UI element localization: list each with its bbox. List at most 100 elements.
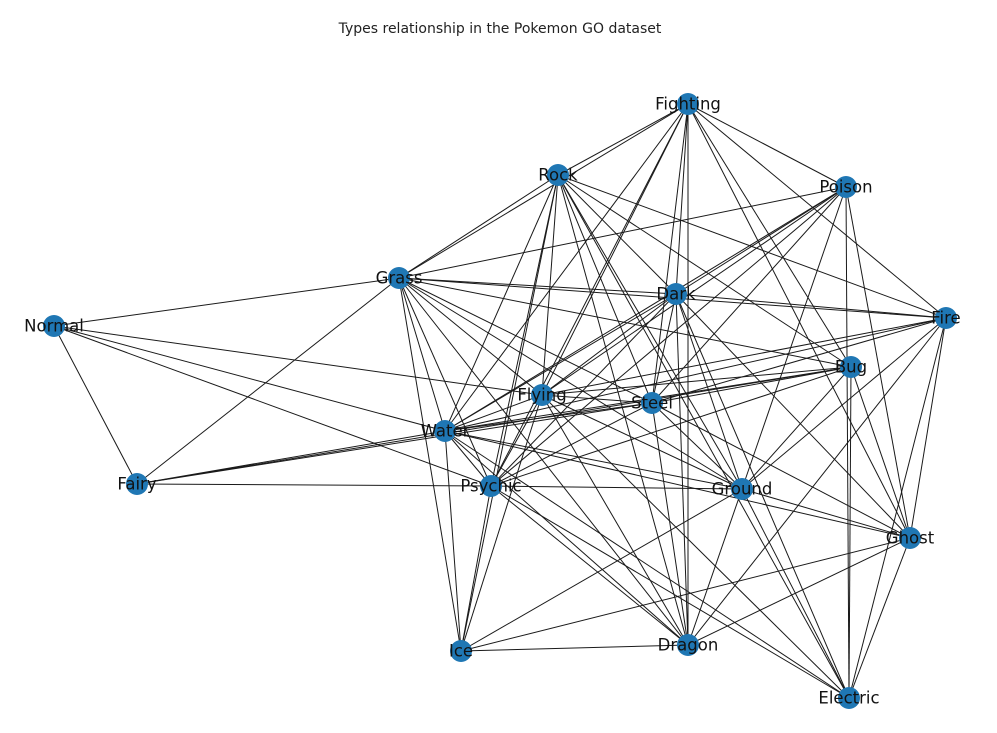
edge-bug-steel xyxy=(651,366,852,404)
node-label-steel: Steel xyxy=(631,394,673,413)
node-dark xyxy=(665,283,687,305)
edge-water-psychic xyxy=(444,430,492,487)
edge-fighting-grass xyxy=(398,103,689,279)
node-grass xyxy=(388,267,410,289)
edge-fire-ghost xyxy=(909,317,947,539)
edge-steel-dragon xyxy=(651,402,689,646)
edge-ghost-electric xyxy=(848,537,911,699)
edge-dark-flying xyxy=(541,293,677,396)
node-steel xyxy=(641,392,663,414)
node-label-grass: Grass xyxy=(376,269,423,288)
edge-water-ground xyxy=(444,430,743,490)
edge-rock-steel xyxy=(557,174,653,404)
edge-rock-dragon xyxy=(557,174,689,646)
edge-fire-steel xyxy=(651,317,947,404)
edge-rock-dark xyxy=(557,174,677,295)
edge-normal-fairy xyxy=(53,325,138,485)
edge-grass-ice xyxy=(398,277,462,652)
node-normal xyxy=(43,315,65,337)
node-ice xyxy=(450,640,472,662)
node-label-ice: Ice xyxy=(449,642,473,661)
edge-water-electric xyxy=(444,430,850,699)
node-label-dragon: Dragon xyxy=(658,636,719,655)
node-poison xyxy=(835,176,857,198)
node-dragon xyxy=(677,634,699,656)
node-label-normal: Normal xyxy=(24,317,84,336)
edge-steel-fairy xyxy=(136,402,653,485)
edge-poison-grass xyxy=(398,186,847,279)
edge-rock-ground xyxy=(557,174,743,490)
edge-fire-flying xyxy=(541,317,947,396)
node-electric xyxy=(838,687,860,709)
edge-fire-electric xyxy=(848,317,947,699)
edge-fighting-rock xyxy=(557,103,689,176)
node-bug xyxy=(840,356,862,378)
edge-ghost-ice xyxy=(460,537,911,652)
edge-steel-ground xyxy=(651,402,743,490)
edge-bug-ground xyxy=(741,366,852,490)
edge-water-ice xyxy=(444,430,462,652)
edge-grass-dark xyxy=(398,277,677,295)
edge-steel-water xyxy=(444,402,653,432)
edge-dark-electric xyxy=(675,293,850,699)
node-label-ghost: Ghost xyxy=(886,529,935,548)
label-layer: FightingRockPoisonGrassDarkFireNormalBug… xyxy=(24,95,961,708)
edge-dark-ghost xyxy=(675,293,911,539)
node-rock xyxy=(547,164,569,186)
edge-rock-electric xyxy=(557,174,850,699)
edge-flying-electric xyxy=(541,394,850,699)
graph-title: Types relationship in the Pokemon GO dat… xyxy=(338,21,662,37)
node-label-fairy: Fairy xyxy=(117,475,156,494)
node-flying xyxy=(531,384,553,406)
node-label-flying: Flying xyxy=(517,386,566,405)
edge-bug-electric xyxy=(848,366,852,699)
edge-fighting-ghost xyxy=(687,103,911,539)
edge-grass-fairy xyxy=(136,277,400,485)
edge-rock-grass xyxy=(398,174,559,279)
edge-fire-water xyxy=(444,317,947,432)
edge-psychic-electric xyxy=(490,485,850,699)
edge-steel-ghost xyxy=(651,402,911,539)
edge-ground-ghost xyxy=(741,488,911,539)
edge-poison-flying xyxy=(541,186,847,396)
edge-rock-bug xyxy=(557,174,852,368)
node-fighting xyxy=(677,93,699,115)
edge-dark-psychic xyxy=(490,293,677,487)
edge-normal-water xyxy=(53,325,446,432)
edge-dark-water xyxy=(444,293,677,432)
node-label-dark: Dark xyxy=(656,285,696,304)
edge-psychic-ice xyxy=(460,485,492,652)
edge-ground-dragon xyxy=(687,488,743,646)
edge-poison-dark xyxy=(675,186,847,295)
node-label-electric: Electric xyxy=(818,689,879,708)
edge-steel-psychic xyxy=(490,402,653,487)
node-ground xyxy=(731,478,753,500)
node-label-bug: Bug xyxy=(835,358,867,377)
edge-dark-dragon xyxy=(675,293,689,646)
edge-water-dragon xyxy=(444,430,689,646)
edge-ground-ice xyxy=(460,488,743,652)
edge-water-ghost xyxy=(444,430,911,539)
edge-dark-steel xyxy=(651,293,677,404)
edge-psychic-ground xyxy=(490,485,743,490)
edge-flying-steel xyxy=(541,394,653,404)
edge-ghost-dragon xyxy=(687,537,911,646)
edge-grass-bug xyxy=(398,277,852,368)
edge-normal-flying xyxy=(53,325,543,396)
edge-bug-ghost xyxy=(850,366,911,539)
edge-fire-dragon xyxy=(687,317,947,646)
edge-grass-flying xyxy=(398,277,543,396)
node-label-fire: Fire xyxy=(931,309,960,328)
node-label-psychic: Psychic xyxy=(460,477,521,496)
node-label-rock: Rock xyxy=(538,166,578,185)
node-fire xyxy=(935,307,957,329)
edge-fighting-dark xyxy=(675,103,689,295)
edge-flying-dragon xyxy=(541,394,689,646)
edge-grass-dragon xyxy=(398,277,689,646)
edge-fighting-steel xyxy=(651,103,689,404)
edge-flying-ground xyxy=(541,394,743,490)
node-ghost xyxy=(899,527,921,549)
edge-grass-water xyxy=(398,277,446,432)
edge-psychic-dragon xyxy=(490,485,689,646)
